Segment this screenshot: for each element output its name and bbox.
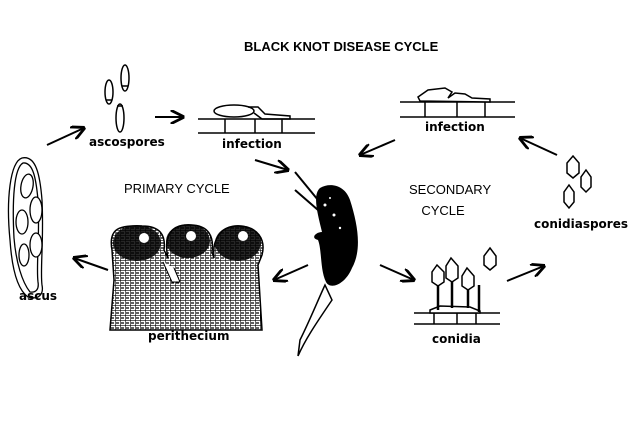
label-primary-cycle: PRIMARY CYCLE: [124, 181, 230, 196]
label-infection-primary: infection: [222, 137, 282, 151]
label-secondary-cycle-line1: SECONDARY: [409, 182, 492, 197]
arrow-infection-to-knot: [254, 159, 288, 170]
label-conidia: conidia: [432, 332, 481, 346]
diagram-title: BLACK KNOT DISEASE CYCLE: [244, 39, 439, 54]
label-infection-secondary: infection: [425, 120, 485, 134]
arrows: [46, 117, 558, 282]
arrow-conidia-to-conidiaspores: [506, 266, 544, 282]
ascospores-illustration: [104, 64, 130, 133]
label-ascus: ascus: [19, 289, 58, 303]
infection-secondary-illustration: [400, 87, 515, 118]
arrow-conidiaspores-to-infection: [520, 138, 558, 156]
arrow-ascus-to-ascospores: [46, 128, 84, 146]
conidiaspores-illustration: [563, 154, 592, 210]
ascus-illustration: [7, 157, 44, 299]
infection-primary-illustration: [198, 104, 315, 134]
conidia-illustration: [414, 246, 500, 325]
arrow-infection2-to-knot: [360, 139, 396, 155]
arrow-perithecium-to-ascus: [74, 258, 109, 271]
label-ascospores: ascospores: [89, 135, 165, 149]
label-secondary-cycle-line2: CYCLE: [421, 203, 465, 218]
label-conidiaspores: conidiaspores: [534, 217, 628, 231]
perithecium-illustration: [109, 224, 264, 331]
arrow-knot-to-conidia: [379, 264, 414, 280]
black-knot-illustration: [294, 171, 358, 357]
label-perithecium: perithecium: [148, 329, 230, 343]
arrow-knot-to-perithecium: [274, 264, 309, 280]
